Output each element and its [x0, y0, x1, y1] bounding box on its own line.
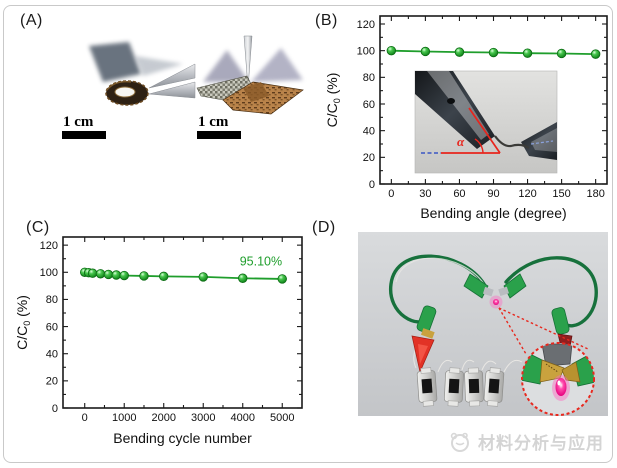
- inset-metal-chip: [541, 343, 573, 367]
- data-point: [198, 272, 208, 282]
- svg-text:80: 80: [46, 294, 58, 306]
- data-point: [159, 271, 169, 282]
- svg-text:5000: 5000: [270, 412, 294, 424]
- inset-led-lit: [555, 378, 567, 396]
- angle-arm-line: [468, 107, 501, 154]
- svg-text:100: 100: [357, 45, 375, 57]
- data-point: [454, 47, 465, 57]
- watermark-text: 材料分析与应用: [478, 434, 604, 453]
- y-axis-title: C/C0 (%): [324, 73, 342, 128]
- svg-text:100: 100: [40, 267, 58, 279]
- svg-text:60: 60: [46, 321, 58, 333]
- chart-bending-angle: α 0 30 60 90 120 150 180 0 20 40 60 80 100 120Bending…: [324, 15, 608, 221]
- svg-text:0: 0: [388, 188, 394, 200]
- data-point: [420, 46, 431, 57]
- scalebar-right-bar: [197, 131, 241, 139]
- supercapacitor-device: [483, 367, 505, 407]
- device-row: [416, 367, 505, 407]
- svg-text:0: 0: [369, 179, 375, 191]
- sample-shadow-right: [251, 48, 303, 82]
- data-point: [87, 268, 98, 278]
- watermark-logo-icon: [450, 432, 469, 452]
- panel-a-photos: 1 cm 1 cm: [62, 35, 304, 139]
- chart-bending-cycles: 0 1000 2000 3000 4000 5000 0 20 40 60 80 100 120 95.1…: [14, 236, 303, 446]
- led-lit: [493, 299, 499, 305]
- scalebar-left-bar: [62, 131, 106, 139]
- sample-shadow: [89, 42, 141, 82]
- panel-b-label: (B): [315, 12, 338, 29]
- data-point: [277, 274, 287, 284]
- retention-annotation: 95.10%: [240, 255, 282, 269]
- data-point: [111, 270, 122, 280]
- svg-text:0: 0: [52, 403, 58, 415]
- inset-gold-electrode-right: [561, 361, 581, 383]
- scalebar-left-label: 1 cm: [63, 114, 94, 130]
- data-point: [556, 48, 567, 59]
- data-point: [386, 45, 397, 56]
- x-axis-title: Bending angle (degree): [420, 205, 566, 221]
- data-point: [119, 270, 129, 281]
- svg-text:2000: 2000: [151, 412, 175, 424]
- data-point: [95, 269, 106, 279]
- svg-text:0: 0: [82, 412, 88, 424]
- center-clips: [463, 273, 527, 309]
- bent-sample: [494, 135, 530, 149]
- data-point: [103, 269, 114, 280]
- data-point: [522, 48, 533, 58]
- alligator-clip-right: [521, 122, 557, 160]
- watermark: 材料分析与应用: [448, 429, 604, 454]
- needle-icon: [243, 35, 253, 89]
- svg-text:120: 120: [518, 188, 536, 200]
- bending-inset-photo: α: [414, 70, 558, 174]
- svg-text:90: 90: [487, 188, 499, 200]
- data-point: [488, 47, 499, 58]
- svg-text:20: 20: [46, 376, 58, 388]
- angle-alpha-label: α: [457, 134, 465, 149]
- svg-text:60: 60: [363, 99, 375, 111]
- tweezers-icon: [148, 63, 196, 89]
- data-point: [238, 273, 248, 283]
- rolled-sample-photo: [89, 42, 196, 106]
- left-clip-pair: [411, 305, 437, 374]
- svg-text:1000: 1000: [112, 412, 136, 424]
- data-point: [590, 49, 601, 59]
- supercapacitor-device: [464, 367, 484, 407]
- led-demo-photo: [358, 232, 608, 416]
- inset-gold-electrode-left: [539, 359, 565, 383]
- svg-text:20: 20: [363, 152, 375, 164]
- data-point: [139, 271, 149, 281]
- svg-text:4000: 4000: [231, 412, 255, 424]
- svg-text:120: 120: [357, 19, 375, 31]
- thin-device-wires: [413, 343, 523, 373]
- magnifier-circle: [521, 342, 595, 416]
- y-axis-title: C/C0 (%): [14, 295, 32, 350]
- chart-bending-cycles: 0 1000 2000 3000 4000 5000 0 20 40 60 80 100 120 95.1…: [14, 236, 303, 446]
- panel-d-label: (D): [312, 219, 336, 236]
- svg-text:40: 40: [46, 349, 58, 361]
- svg-text:180: 180: [586, 188, 604, 200]
- scalebar-right-label: 1 cm: [198, 114, 229, 130]
- svg-text:60: 60: [453, 188, 465, 200]
- svg-text:80: 80: [363, 72, 375, 84]
- supercapacitor-device: [416, 367, 438, 407]
- svg-text:150: 150: [552, 188, 570, 200]
- supercapacitor-device: [443, 367, 464, 407]
- svg-text:3000: 3000: [191, 412, 215, 424]
- sample-shadow-left: [203, 50, 249, 82]
- svg-text:120: 120: [40, 240, 58, 252]
- green-wires: [389, 254, 598, 328]
- x-axis-title: Bending cycle number: [113, 430, 252, 446]
- panel-c-label: (C): [26, 219, 50, 236]
- svg-text:40: 40: [363, 125, 375, 137]
- panel-a-label: (A): [20, 12, 43, 29]
- crumpled-sample-photo: [196, 35, 304, 115]
- svg-text:30: 30: [419, 188, 431, 200]
- angle-arc: [474, 138, 484, 154]
- alligator-clip-left: [415, 71, 495, 149]
